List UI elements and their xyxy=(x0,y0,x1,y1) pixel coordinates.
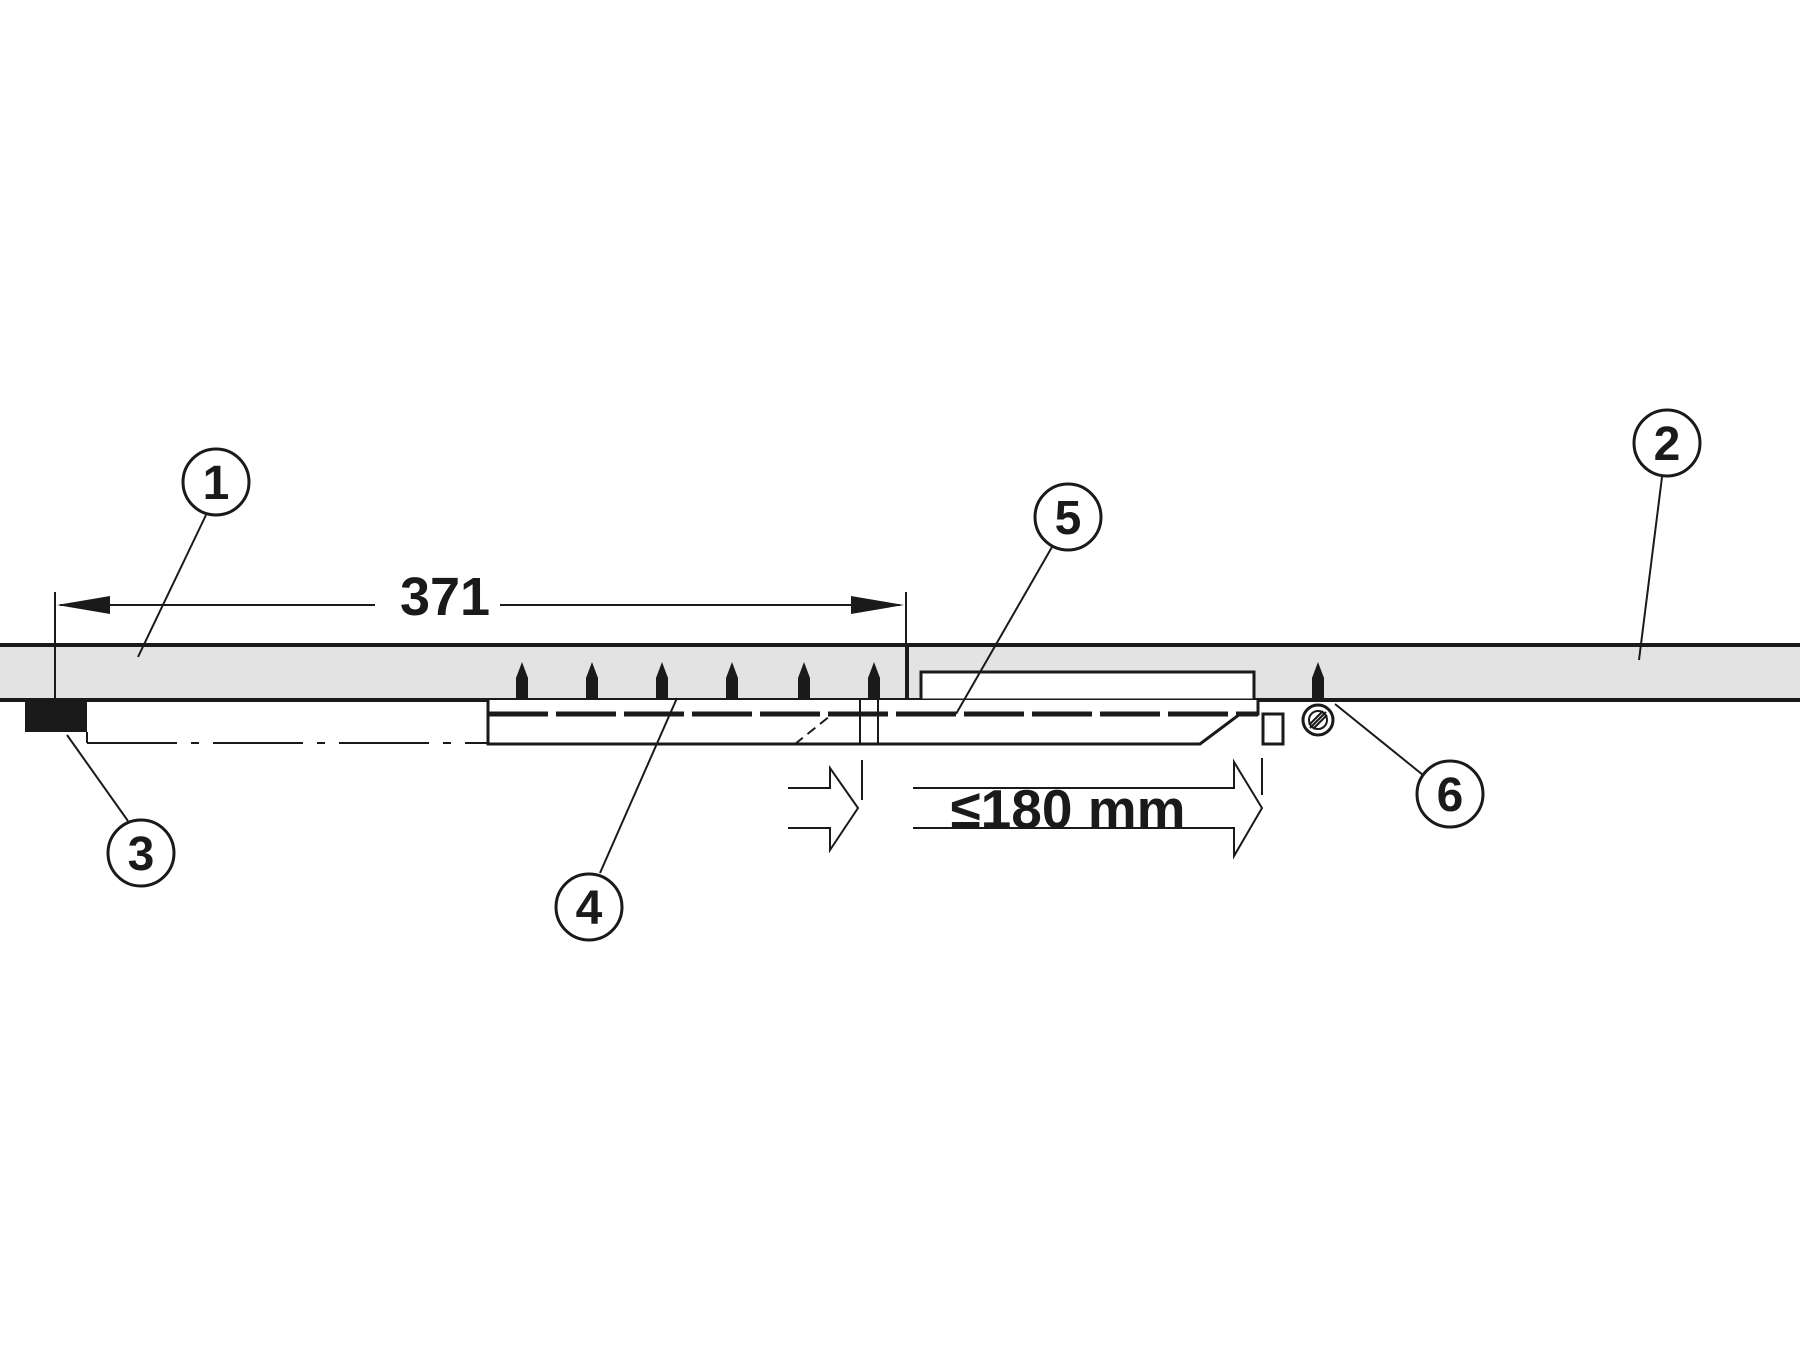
guide-rail xyxy=(486,700,1260,746)
nail-icon xyxy=(656,662,668,700)
callout-2: 2 xyxy=(1654,418,1681,471)
nail-icon xyxy=(868,662,880,700)
leader-3 xyxy=(66,734,129,822)
nail-icon xyxy=(726,662,738,700)
nail-icon xyxy=(516,662,528,700)
arrowhead-right xyxy=(851,596,904,614)
panel-1 xyxy=(0,643,909,702)
travel-arrow-icon xyxy=(913,758,1264,860)
callout-1: 1 xyxy=(203,457,230,510)
end-stop xyxy=(1261,712,1285,746)
leader-5 xyxy=(955,546,1053,715)
nail-icon xyxy=(798,662,810,700)
nails xyxy=(516,662,1324,700)
dimension-371-label: 371 xyxy=(400,567,490,627)
nail-icon xyxy=(586,662,598,700)
arrowhead-left xyxy=(57,596,110,614)
stop-block xyxy=(25,700,87,732)
leader-4 xyxy=(599,697,678,874)
nail-icon xyxy=(1312,662,1324,700)
callout-4: 4 xyxy=(576,882,603,935)
leader-1 xyxy=(137,514,207,658)
push-arrow-icon xyxy=(788,764,860,854)
callout-5: 5 xyxy=(1055,492,1082,545)
callout-6: 6 xyxy=(1437,769,1464,822)
screw-icon xyxy=(1301,703,1335,737)
travel-distance-label: ≤180 mm xyxy=(950,778,1185,840)
callout-3: 3 xyxy=(128,828,155,881)
leader-6 xyxy=(1334,703,1424,776)
leader-2 xyxy=(1638,476,1663,661)
